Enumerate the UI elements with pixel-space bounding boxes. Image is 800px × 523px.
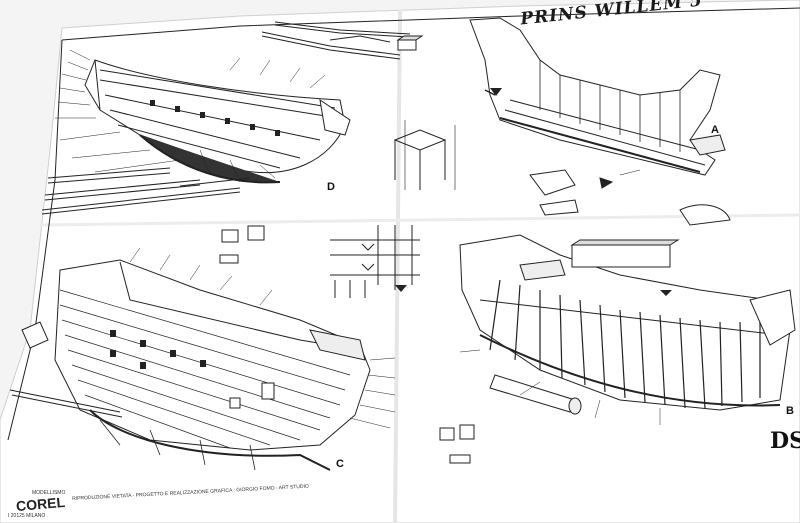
frame-left bbox=[7, 39, 63, 441]
frame-top bbox=[61, 7, 800, 41]
hull-diagram-d bbox=[55, 49, 351, 184]
upper-rails bbox=[261, 21, 424, 60]
rail-parts bbox=[41, 167, 251, 215]
brand-city: I 20125 MILANO bbox=[8, 513, 46, 519]
brand-small: MODELLISMO bbox=[32, 490, 66, 496]
fold-line-horizontal bbox=[39, 213, 800, 227]
fold-line-vertical bbox=[393, 9, 402, 523]
view-label-b: B bbox=[786, 405, 794, 417]
boat-parts bbox=[529, 169, 731, 226]
small-parts bbox=[219, 225, 475, 464]
hull-diagram-c bbox=[54, 247, 396, 471]
hull-diagram-b bbox=[459, 234, 796, 425]
view-label-c: C bbox=[336, 458, 344, 470]
assembly-steps bbox=[330, 120, 456, 298]
arrow-markers bbox=[395, 88, 672, 296]
view-label-d: D bbox=[327, 181, 335, 193]
view-label-a: A bbox=[711, 124, 719, 136]
lower-rails bbox=[9, 321, 123, 418]
hull-diagram-a bbox=[469, 17, 726, 176]
corner-mark: DS bbox=[770, 428, 800, 454]
